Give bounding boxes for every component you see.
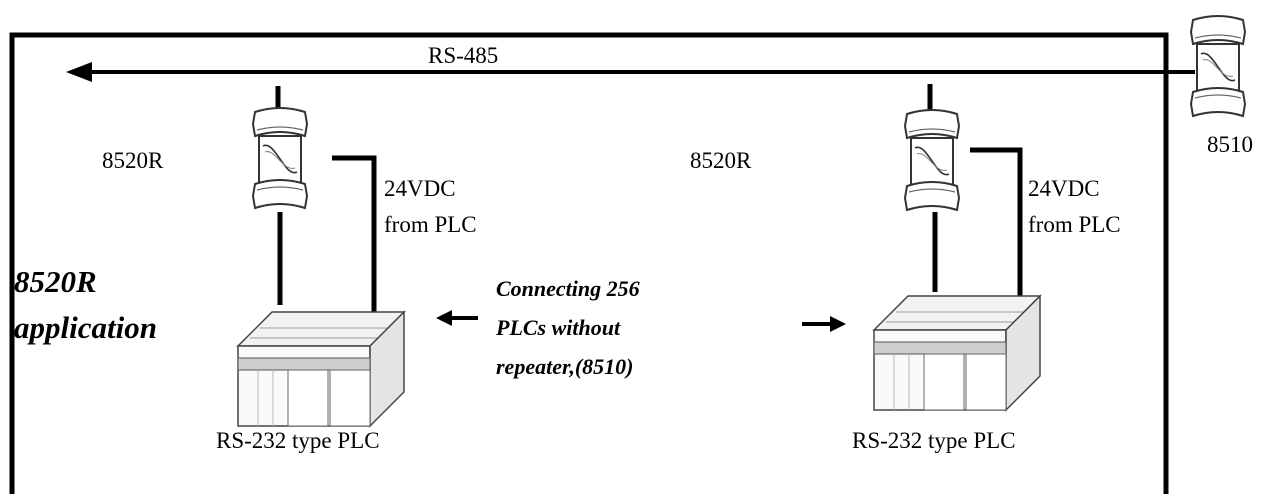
note-right-arrow-head: [830, 316, 846, 332]
right-8520r-label: 8520R: [690, 148, 752, 173]
repeater-label: 8510: [1207, 132, 1253, 157]
right-power-line2: from PLC: [1028, 212, 1121, 237]
right-power-line1: 24VDC: [1028, 176, 1100, 201]
left-power-line1: 24VDC: [384, 176, 456, 201]
right-plc-label: RS-232 type PLC: [852, 428, 1016, 453]
left-power-line: [332, 155, 377, 315]
left-plc-label: RS-232 type PLC: [216, 428, 380, 453]
left-8520r-label: 8520R: [102, 148, 164, 173]
rs485-label: RS-485: [428, 43, 498, 68]
note-line3: repeater,(8510): [496, 354, 633, 379]
rs485-arrow-head: [66, 62, 92, 82]
left-plc-icon: [237, 311, 405, 427]
left-8520r-icon: [252, 107, 308, 209]
app-title-line1: 8520R: [14, 264, 97, 299]
right-power-line: [970, 147, 1023, 298]
note-line1: Connecting 256: [496, 276, 640, 301]
right-8520r-icon: [904, 109, 960, 211]
note-line2: PLCs without: [495, 315, 621, 340]
note-left-arrow-head: [436, 310, 452, 326]
app-title-line2: application: [14, 310, 157, 345]
frame-border: [9, 32, 1169, 494]
left-power-line2: from PLC: [384, 212, 477, 237]
right-plc-icon: [873, 295, 1041, 411]
repeater-8510-icon: [1190, 15, 1246, 117]
